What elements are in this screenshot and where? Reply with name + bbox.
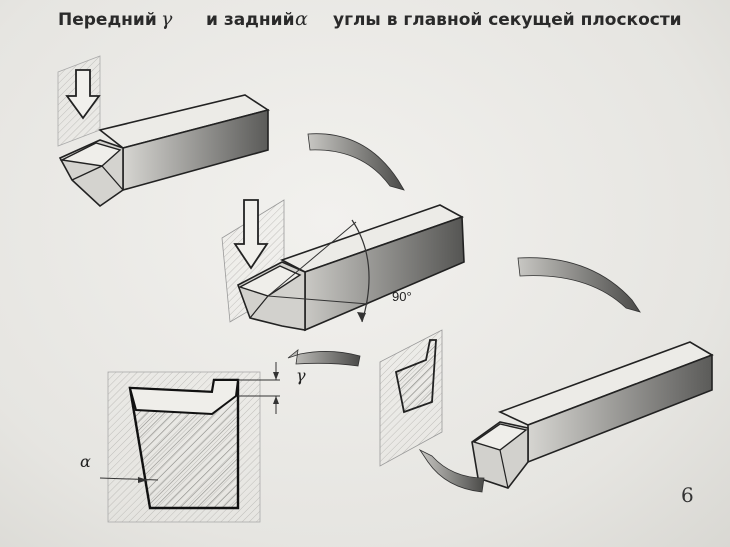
transition-arrow-2 bbox=[517, 257, 641, 313]
title-alpha-symbol: α bbox=[295, 8, 308, 30]
page-number: 6 bbox=[681, 483, 694, 507]
slide-title: Передний γ и задний α углы в главной сек… bbox=[58, 8, 718, 38]
gamma-label: γ bbox=[296, 366, 306, 385]
title-part-1: Передний bbox=[58, 10, 157, 30]
force-arrow-1 bbox=[65, 69, 101, 120]
transition-arrow-1 bbox=[307, 133, 405, 191]
title-part-3: углы в главной секущей плоскости bbox=[333, 10, 682, 30]
tool-2 bbox=[221, 199, 465, 332]
section-view-small bbox=[379, 329, 443, 467]
main-section-view bbox=[99, 362, 280, 523]
angle-90-label: 90° bbox=[392, 289, 412, 304]
alpha-label: α bbox=[80, 452, 91, 471]
tool-3 bbox=[471, 341, 714, 489]
transition-arrow-4 bbox=[418, 448, 485, 493]
title-part-2: и задний bbox=[206, 10, 295, 30]
title-gamma-symbol: γ bbox=[161, 8, 173, 30]
transition-arrow-3 bbox=[287, 349, 361, 367]
tool-1 bbox=[57, 55, 270, 208]
force-arrow-2 bbox=[233, 199, 269, 270]
